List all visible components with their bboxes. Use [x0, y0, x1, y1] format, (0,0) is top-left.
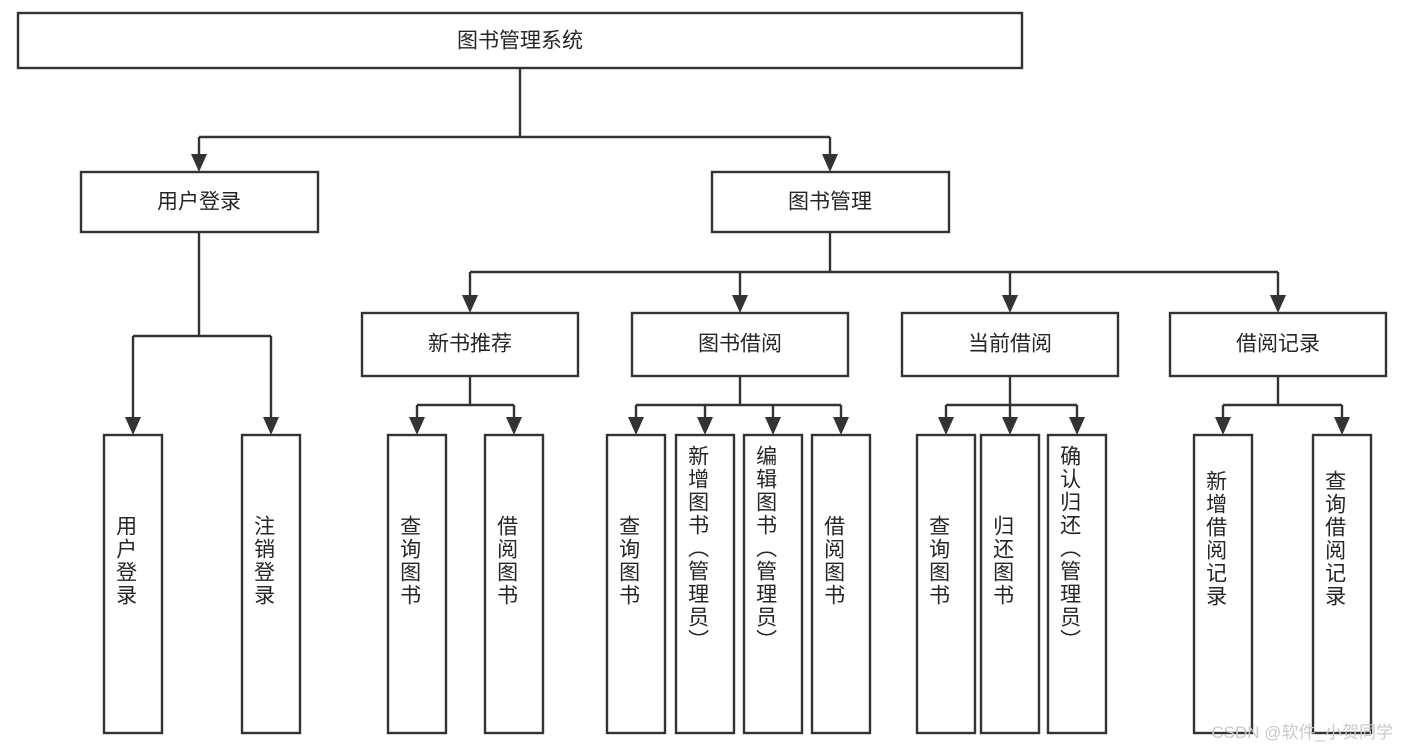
- node-leaf-confirm-return-label: 确认归还（管理员）: [1058, 445, 1082, 652]
- node-user-login-label: 用户登录: [157, 191, 241, 214]
- node-leaf-confirm-return-box[interactable]: [1046, 433, 1108, 735]
- node-leaf-query-book-3-label: 查询图书: [927, 515, 951, 607]
- node-leaf-borrow-book-2-box[interactable]: [810, 433, 872, 735]
- node-leaf-user-login[interactable]: 用户登录: [102, 433, 164, 735]
- arrow-leaf-user-logout: [263, 417, 279, 435]
- node-current-borrow-label: 当前借阅: [968, 333, 1052, 356]
- node-root[interactable]: 图书管理系统: [16, 11, 1024, 70]
- node-borrow-record-box[interactable]: [1168, 311, 1388, 378]
- node-leaf-user-login-label: 用户登录: [114, 515, 138, 607]
- node-new-book-recommend-box[interactable]: [360, 311, 580, 378]
- node-user-login[interactable]: 用户登录: [79, 170, 320, 234]
- node-book-manage-label: 图书管理: [788, 191, 872, 214]
- node-leaf-borrow-book-1-label: 借阅图书: [495, 515, 519, 607]
- node-current-borrow-box[interactable]: [900, 311, 1120, 378]
- node-leaf-user-logout-label: 注销登录: [252, 515, 276, 607]
- arrow-borrow-record: [1270, 295, 1286, 313]
- node-leaf-return-book[interactable]: 归还图书: [979, 433, 1041, 735]
- node-book-borrow[interactable]: 图书借阅: [630, 311, 850, 378]
- node-new-book-recommend-label: 新书推荐: [428, 333, 512, 356]
- node-leaf-query-record-box[interactable]: [1311, 433, 1373, 735]
- arrow-leaf-query-book-1: [409, 417, 425, 435]
- node-leaf-borrow-book-2[interactable]: 借阅图书: [810, 433, 872, 735]
- node-leaf-query-book-1[interactable]: 查询图书: [386, 433, 448, 735]
- arrow-book-borrow: [732, 295, 748, 313]
- connector-group: [125, 68, 1350, 435]
- node-book-borrow-label: 图书借阅: [698, 333, 782, 356]
- arrow-leaf-add-book: [697, 417, 713, 435]
- arrow-leaf-add-record: [1215, 417, 1231, 435]
- arrow-user-login: [191, 154, 207, 172]
- node-book-manage[interactable]: 图书管理: [710, 170, 951, 234]
- arrow-current-borrow: [1002, 295, 1018, 313]
- node-book-manage-box[interactable]: [710, 170, 951, 234]
- arrow-leaf-user-login: [125, 417, 141, 435]
- node-book-borrow-box[interactable]: [630, 311, 850, 378]
- arrow-leaf-confirm-return: [1069, 417, 1085, 435]
- node-leaf-query-book-2-label: 查询图书: [617, 515, 641, 607]
- arrow-new-book-recommend: [462, 295, 478, 313]
- node-leaf-edit-book[interactable]: 编辑图书（管理员）: [742, 433, 804, 735]
- node-leaf-confirm-return[interactable]: 确认归还（管理员）: [1046, 433, 1108, 735]
- node-root-label: 图书管理系统: [457, 30, 583, 53]
- node-leaf-add-record-box[interactable]: [1192, 433, 1254, 735]
- node-leaf-add-book-label: 新增图书（管理员）: [686, 445, 710, 652]
- node-leaf-query-record[interactable]: 查询借阅记录: [1311, 433, 1373, 735]
- arrow-leaf-query-record: [1334, 417, 1350, 435]
- node-leaf-edit-book-label: 编辑图书（管理员）: [754, 445, 778, 652]
- node-new-book-recommend[interactable]: 新书推荐: [360, 311, 580, 378]
- node-leaf-query-book-3[interactable]: 查询图书: [915, 433, 977, 735]
- arrow-leaf-borrow-book-2: [833, 417, 849, 435]
- node-leaf-borrow-book-1[interactable]: 借阅图书: [483, 433, 545, 735]
- node-leaf-query-book-1-label: 查询图书: [398, 515, 422, 607]
- node-current-borrow[interactable]: 当前借阅: [900, 311, 1120, 378]
- node-leaf-add-record-label: 新增借阅记录: [1204, 470, 1228, 608]
- node-borrow-record-label: 借阅记录: [1236, 333, 1320, 356]
- node-leaf-return-book-label: 归还图书: [991, 515, 1015, 607]
- node-leaf-borrow-book-1-box[interactable]: [483, 433, 545, 735]
- node-leaf-query-book-1-box[interactable]: [386, 433, 448, 735]
- node-leaf-query-book-2-box[interactable]: [605, 433, 667, 735]
- node-leaf-add-book[interactable]: 新增图书（管理员）: [674, 433, 736, 735]
- node-borrow-record[interactable]: 借阅记录: [1168, 311, 1388, 378]
- node-leaf-borrow-book-2-label: 借阅图书: [822, 515, 846, 607]
- arrow-leaf-query-book-2: [628, 417, 644, 435]
- arrow-leaf-return-book: [1002, 417, 1018, 435]
- node-leaf-query-book-3-box[interactable]: [915, 433, 977, 735]
- node-leaf-add-book-box[interactable]: [674, 433, 736, 735]
- node-leaf-query-record-label: 查询借阅记录: [1323, 470, 1347, 608]
- arrow-leaf-borrow-book-1: [506, 417, 522, 435]
- arrow-leaf-query-book-3: [938, 417, 954, 435]
- node-leaf-add-record[interactable]: 新增借阅记录: [1192, 433, 1254, 735]
- node-leaf-edit-book-box[interactable]: [742, 433, 804, 735]
- node-leaf-user-logout-box[interactable]: [240, 433, 302, 735]
- node-root-box[interactable]: [16, 11, 1024, 70]
- node-leaf-user-login-box[interactable]: [102, 433, 164, 735]
- node-leaf-return-book-box[interactable]: [979, 433, 1041, 735]
- node-user-login-box[interactable]: [79, 170, 320, 234]
- arrow-book-manage: [822, 154, 838, 172]
- node-leaf-user-logout[interactable]: 注销登录: [240, 433, 302, 735]
- node-leaf-query-book-2[interactable]: 查询图书: [605, 433, 667, 735]
- arrow-leaf-edit-book: [765, 417, 781, 435]
